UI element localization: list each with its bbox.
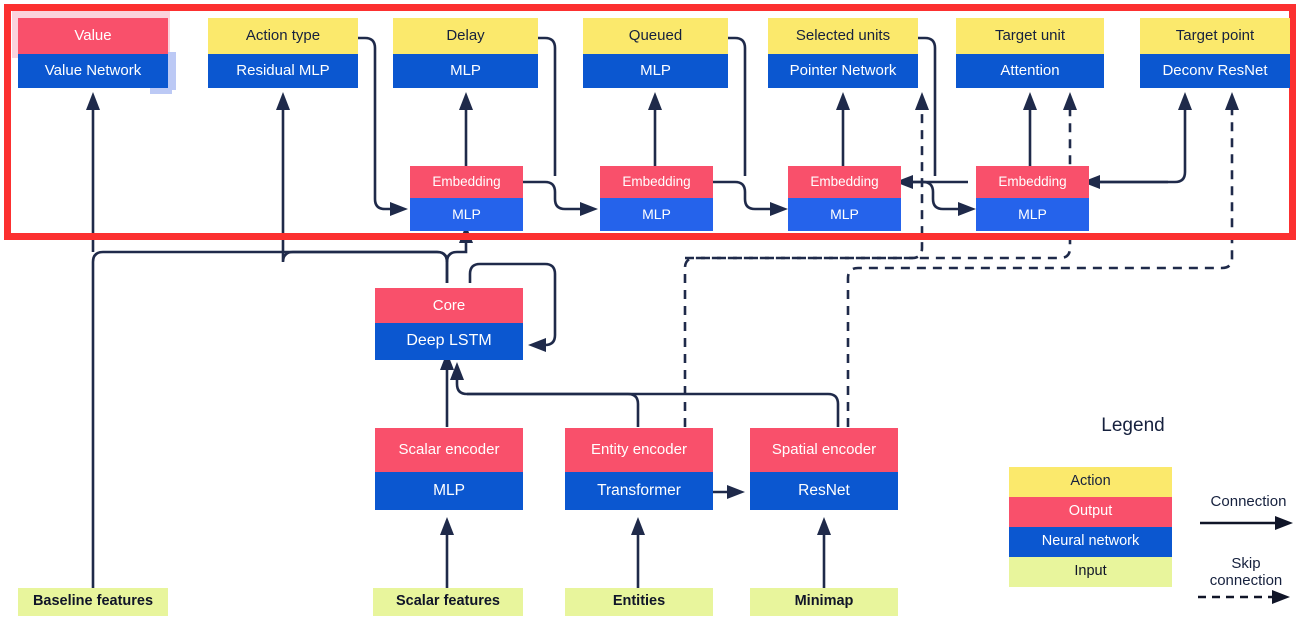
node-value-network-label: Value Network bbox=[18, 54, 168, 88]
node-embedding-1-network-label: MLP bbox=[410, 198, 523, 231]
node-input-baseline-features-label: Baseline features bbox=[18, 588, 168, 616]
node-input-entities-label: Entities bbox=[565, 588, 713, 616]
node-target-point-action-label: Target point bbox=[1140, 18, 1290, 54]
node-scalar-encoder-output-label: Scalar encoder bbox=[375, 428, 523, 472]
node-action-type-network-label: Residual MLP bbox=[208, 54, 358, 88]
node-selected-units[interactable]: Selected units Pointer Network bbox=[768, 18, 918, 88]
legend-swatch-input: Input bbox=[1009, 557, 1172, 587]
node-target-unit-network-label: Attention bbox=[956, 54, 1104, 88]
node-core-output-label: Core bbox=[375, 288, 523, 323]
node-spatial-encoder-network-label: ResNet bbox=[750, 472, 898, 510]
legend-swatch-action: Action bbox=[1009, 467, 1172, 497]
node-input-entities[interactable]: Entities bbox=[565, 588, 713, 616]
node-input-minimap[interactable]: Minimap bbox=[750, 588, 898, 616]
node-embedding-2-output-label: Embedding bbox=[600, 166, 713, 198]
node-target-unit-action-label: Target unit bbox=[956, 18, 1104, 54]
node-input-scalar-features[interactable]: Scalar features bbox=[373, 588, 523, 616]
node-entity-encoder-output-label: Entity encoder bbox=[565, 428, 713, 472]
node-action-type[interactable]: Action type Residual MLP bbox=[208, 18, 358, 88]
node-core[interactable]: Core Deep LSTM bbox=[375, 288, 523, 360]
node-scalar-encoder[interactable]: Scalar encoder MLP bbox=[375, 428, 523, 510]
node-embedding-3-network-label: MLP bbox=[788, 198, 901, 231]
node-embedding-4-network-label: MLP bbox=[976, 198, 1089, 231]
node-delay-network-label: MLP bbox=[393, 54, 538, 88]
node-target-unit[interactable]: Target unit Attention bbox=[956, 18, 1104, 88]
legend-swatches: Action Output Neural network Input bbox=[1009, 467, 1172, 587]
node-embedding-4[interactable]: Embedding MLP bbox=[976, 166, 1089, 231]
node-value[interactable]: Value Value Network bbox=[18, 18, 168, 88]
node-value-output-label: Value bbox=[18, 18, 168, 54]
node-action-type-action-label: Action type bbox=[208, 18, 358, 54]
node-input-baseline-features[interactable]: Baseline features bbox=[18, 588, 168, 616]
node-embedding-2[interactable]: Embedding MLP bbox=[600, 166, 713, 231]
node-target-point[interactable]: Target point Deconv ResNet bbox=[1140, 18, 1290, 88]
node-core-network-label: Deep LSTM bbox=[375, 323, 523, 360]
node-embedding-2-network-label: MLP bbox=[600, 198, 713, 231]
legend: Legend Action Output Neural network Inpu… bbox=[968, 415, 1298, 625]
legend-title: Legend bbox=[1101, 415, 1165, 436]
legend-swatch-neural-network: Neural network bbox=[1009, 527, 1172, 557]
legend-connection-label: Connection bbox=[1210, 493, 1287, 510]
node-selected-units-network-label: Pointer Network bbox=[768, 54, 918, 88]
node-embedding-1[interactable]: Embedding MLP bbox=[410, 166, 523, 231]
legend-swatch-output: Output bbox=[1009, 497, 1172, 527]
node-embedding-1-output-label: Embedding bbox=[410, 166, 523, 198]
node-embedding-4-output-label: Embedding bbox=[976, 166, 1089, 198]
node-embedding-3-output-label: Embedding bbox=[788, 166, 901, 198]
node-spatial-encoder-output-label: Spatial encoder bbox=[750, 428, 898, 472]
node-delay[interactable]: Delay MLP bbox=[393, 18, 538, 88]
node-entity-encoder-network-label: Transformer bbox=[565, 472, 713, 510]
node-queued[interactable]: Queued MLP bbox=[583, 18, 728, 88]
node-embedding-3[interactable]: Embedding MLP bbox=[788, 166, 901, 231]
node-input-scalar-features-label: Scalar features bbox=[373, 588, 523, 616]
node-scalar-encoder-network-label: MLP bbox=[375, 472, 523, 510]
node-queued-network-label: MLP bbox=[583, 54, 728, 88]
legend-arrow-icons bbox=[1198, 516, 1293, 604]
node-selected-units-action-label: Selected units bbox=[768, 18, 918, 54]
node-delay-action-label: Delay bbox=[393, 18, 538, 54]
node-input-minimap-label: Minimap bbox=[750, 588, 898, 616]
node-queued-action-label: Queued bbox=[583, 18, 728, 54]
node-entity-encoder[interactable]: Entity encoder Transformer bbox=[565, 428, 713, 510]
node-spatial-encoder[interactable]: Spatial encoder ResNet bbox=[750, 428, 898, 510]
node-target-point-network-label: Deconv ResNet bbox=[1140, 54, 1290, 88]
